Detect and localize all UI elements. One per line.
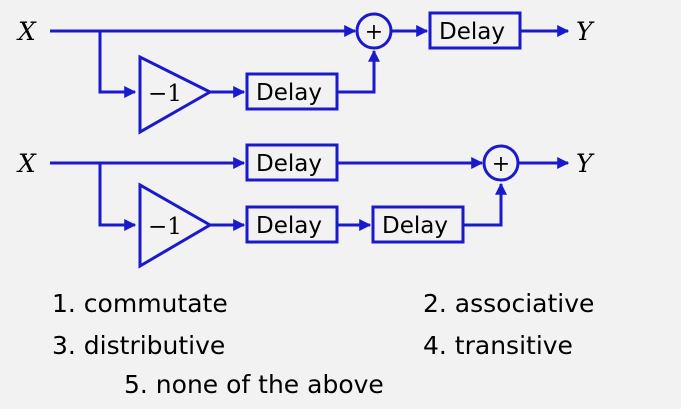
diagram-b-top-delay-box bbox=[245, 143, 339, 182]
option-1[interactable]: 1. commutate bbox=[52, 289, 228, 318]
diagram-b-adder-sign: + bbox=[492, 152, 510, 177]
diagram-b-bottom-delay-2-label: Delay bbox=[382, 213, 448, 239]
diagram-b-branch-wire bbox=[98, 163, 137, 231]
diagram-a-delay-box bbox=[245, 72, 339, 111]
diagram-b-output-label: Y bbox=[576, 149, 595, 178]
diagram-b-input-label: X bbox=[16, 149, 37, 178]
option-3[interactable]: 3. distributive bbox=[52, 331, 226, 360]
diagram-b: X Delay −1 Delay Delay + Y bbox=[16, 143, 595, 269]
diagram-a-adder-sign: + bbox=[365, 20, 383, 45]
option-5[interactable]: 5. none of the above bbox=[124, 370, 384, 399]
diagram-b-bottom-delay-1-box bbox=[245, 205, 339, 244]
diagram-b-bottom-delay-1-label: Delay bbox=[256, 213, 322, 239]
diagram-a-gain-triangle bbox=[138, 54, 214, 135]
option-4[interactable]: 4. transitive bbox=[423, 331, 573, 360]
diagram-b-bottom-delay-2-box bbox=[371, 205, 465, 244]
diagram-b-gain-label: −1 bbox=[148, 214, 182, 240]
diagram-a-post-delay-label: Delay bbox=[439, 19, 505, 45]
diagram-a: X −1 Delay + Delay Y bbox=[16, 11, 595, 135]
diagram-a-delay-to-adder-wire bbox=[337, 49, 380, 94]
diagram-a-output-label: Y bbox=[576, 17, 595, 46]
diagram-a-gain-label: −1 bbox=[148, 81, 182, 107]
diagram-b-gain-triangle bbox=[138, 182, 213, 269]
diagram-a-branch-wire bbox=[98, 31, 137, 98]
diagram-a-post-delay-box bbox=[428, 11, 522, 50]
diagram-a-input-label: X bbox=[16, 17, 37, 46]
diagram-a-delay-label: Delay bbox=[256, 80, 322, 106]
diagram-b-delay-to-adder-wire bbox=[463, 182, 507, 227]
diagram-b-top-delay-label: Delay bbox=[256, 151, 322, 177]
option-2[interactable]: 2. associative bbox=[423, 289, 595, 318]
